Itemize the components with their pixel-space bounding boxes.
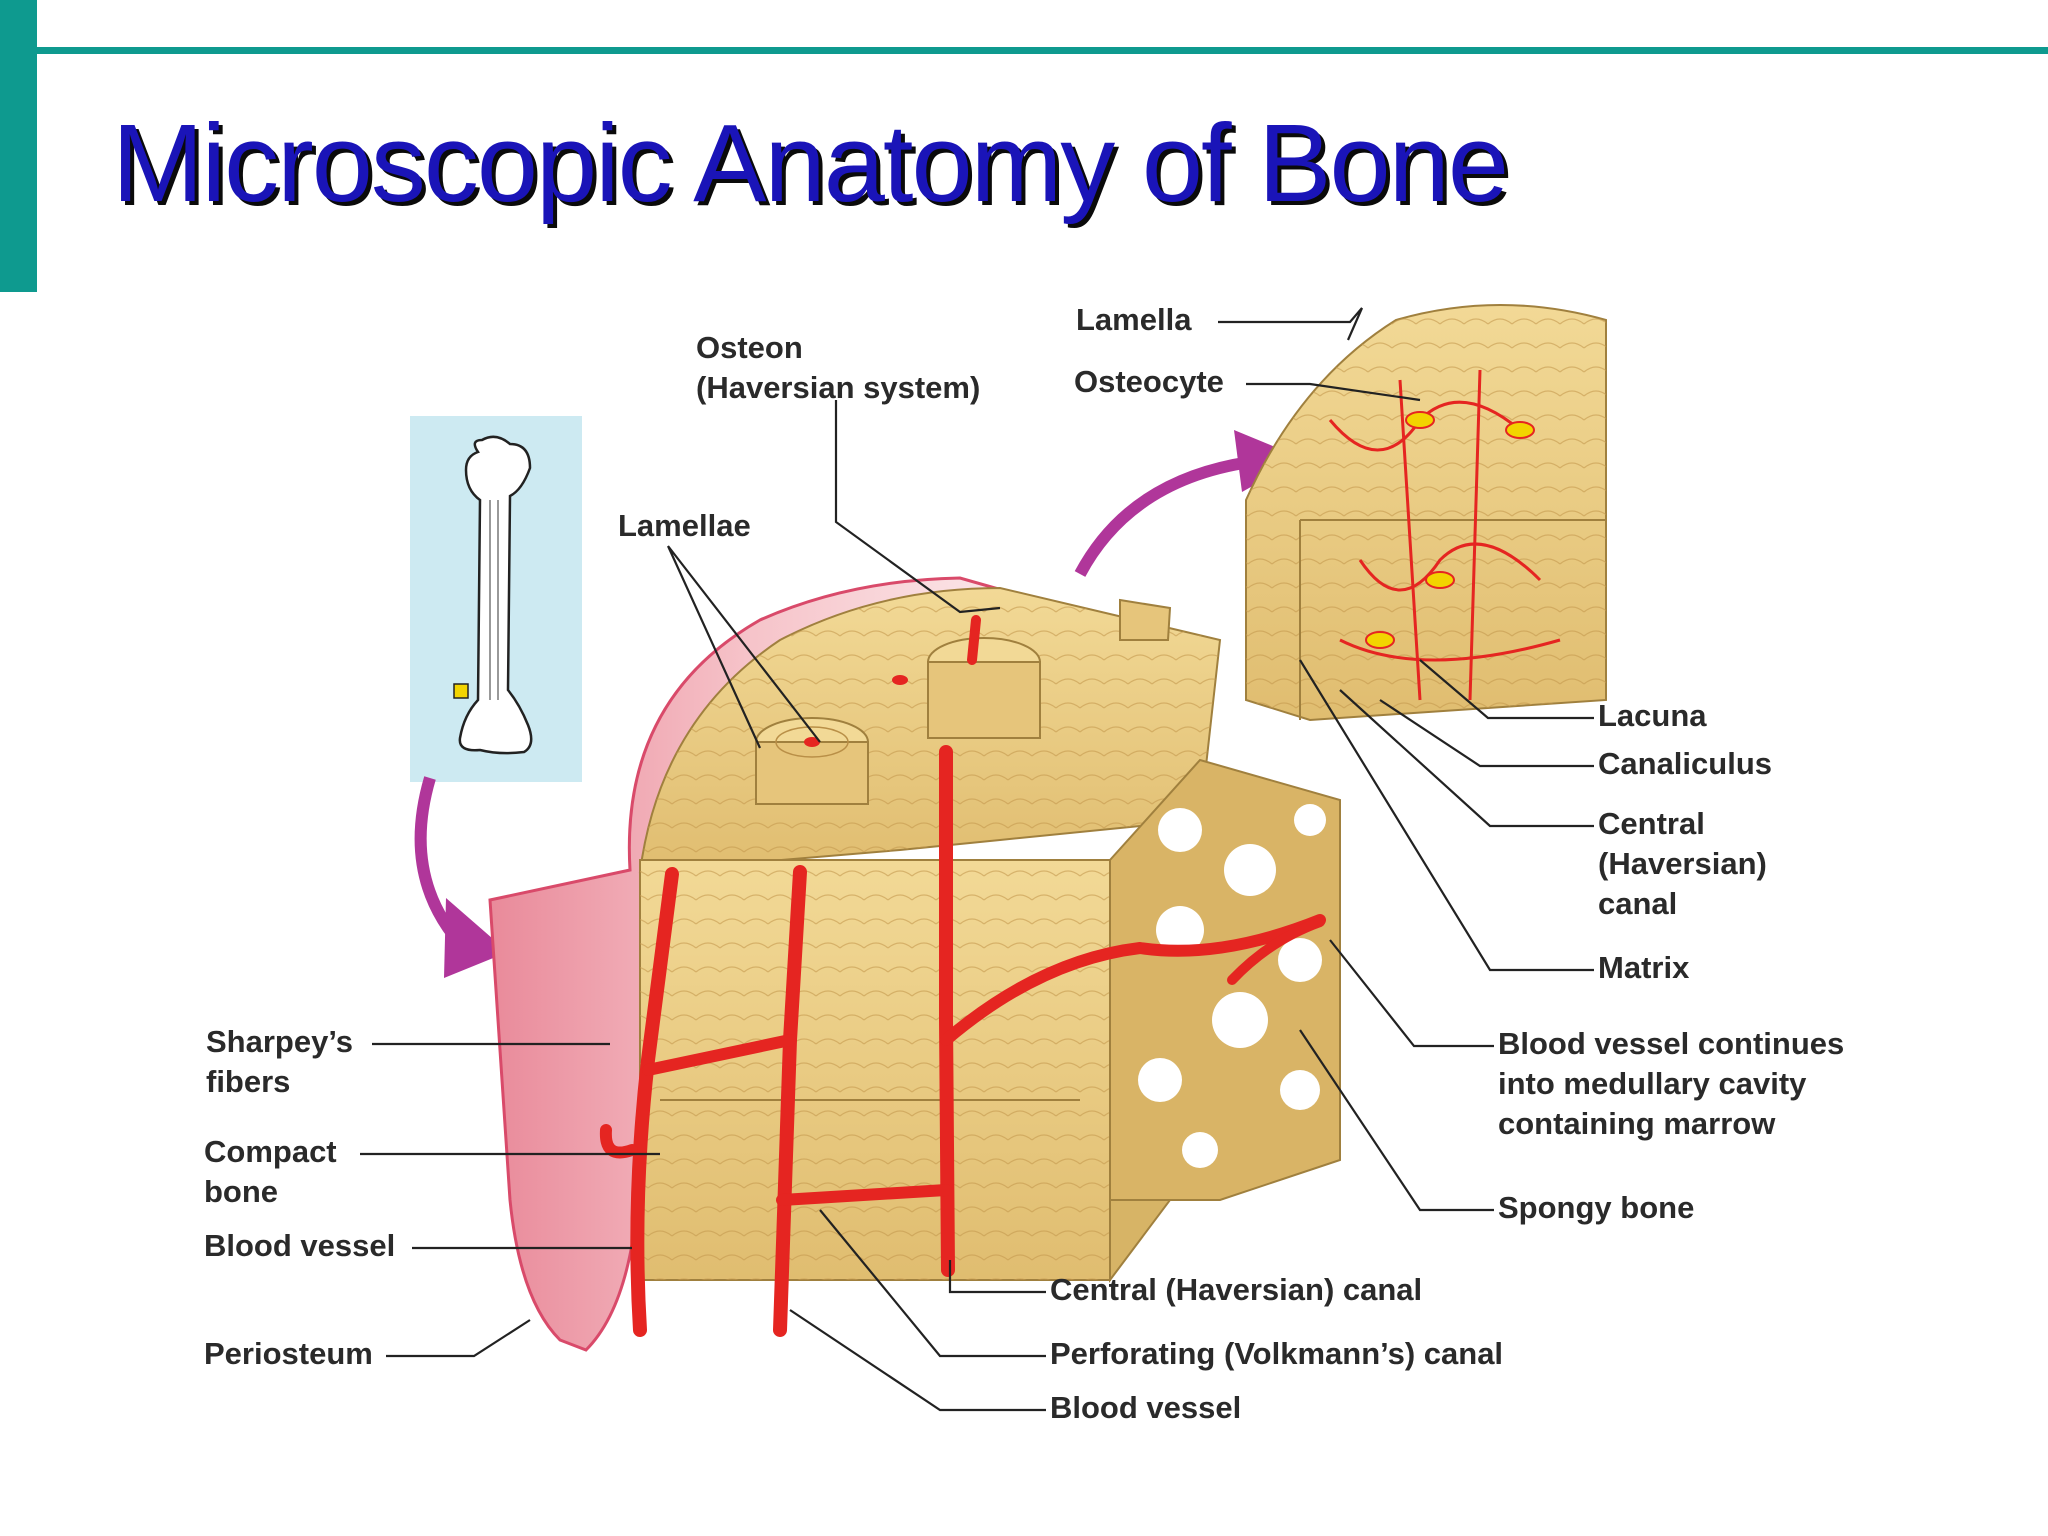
vessel-to-marrow: [940, 914, 1326, 1046]
central-canal-dot-1: [804, 737, 820, 747]
zoom-arrow-left-head: [444, 898, 508, 978]
label-sharpeys-2: fibers: [206, 1064, 290, 1099]
label-blood-vessel-continues-3: containing marrow: [1498, 1106, 1776, 1141]
label-compact-1: Compact: [204, 1134, 337, 1169]
osteocyte-cell-1: [1405, 411, 1435, 429]
label-lamella: Lamella: [1076, 302, 1192, 337]
vessel-loop: [1227, 917, 1325, 985]
label-haversian-system: (Haversian system): [696, 370, 980, 405]
label-osteon: Osteon: [696, 330, 803, 365]
label-matrix: Matrix: [1598, 950, 1690, 985]
vessel-left: [630, 867, 679, 1337]
accent-bar: [0, 0, 37, 292]
blood-vessels: [599, 615, 1326, 1337]
label-central-canal-3: canal: [1598, 886, 1677, 921]
labels: Lamella Osteocyte Osteon (Haversian syst…: [204, 302, 1844, 1425]
slide-title: Microscopic Anatomy of Bone: [112, 102, 1509, 225]
osteocyte-cell-4: [1365, 631, 1395, 649]
label-blood-vessel-continues-2: into medullary cavity: [1498, 1066, 1807, 1101]
label-blood-vessel-left: Blood vessel: [204, 1228, 395, 1263]
label-blood-vessel-bottom: Blood vessel: [1050, 1390, 1241, 1425]
sample-marker: [453, 683, 469, 699]
label-central-canal-1: Central: [1598, 806, 1705, 841]
label-lacuna: Lacuna: [1598, 698, 1707, 733]
label-periosteum: Periosteum: [204, 1336, 373, 1371]
vessel-branch-bottom: [776, 1184, 952, 1206]
label-canaliculus: Canaliculus: [1598, 746, 1772, 781]
central-canal-dot-2: [892, 675, 908, 685]
osteocyte-cell-2: [1505, 421, 1535, 439]
leader-lines: [360, 307, 1594, 1412]
label-sharpeys-1: Sharpey’s: [206, 1024, 353, 1059]
osteocyte-cell-3: [1425, 571, 1455, 589]
label-lamellae: Lamellae: [618, 508, 751, 543]
femur-icon: [458, 435, 533, 755]
vessel-branch-top: [642, 1034, 796, 1076]
top-rule: [37, 47, 2048, 54]
spongy-bone: [1109, 758, 1341, 1201]
label-central-canal-2: (Haversian): [1598, 846, 1767, 881]
femur-inset: [410, 416, 582, 782]
zoom-arrow-right: [1074, 456, 1251, 577]
label-osteocyte: Osteocyte: [1074, 364, 1224, 399]
label-compact-2: bone: [204, 1174, 278, 1209]
label-spongy-bone: Spongy bone: [1498, 1190, 1694, 1225]
label-blood-vessel-continues-1: Blood vessel continues: [1498, 1026, 1844, 1061]
label-perforating-canal: Perforating (Volkmann’s) canal: [1050, 1336, 1503, 1371]
label-central-haversian-canal: Central (Haversian) canal: [1050, 1272, 1422, 1307]
osteon-cylinders: [755, 598, 1172, 805]
lamella-inset: [1245, 304, 1607, 722]
